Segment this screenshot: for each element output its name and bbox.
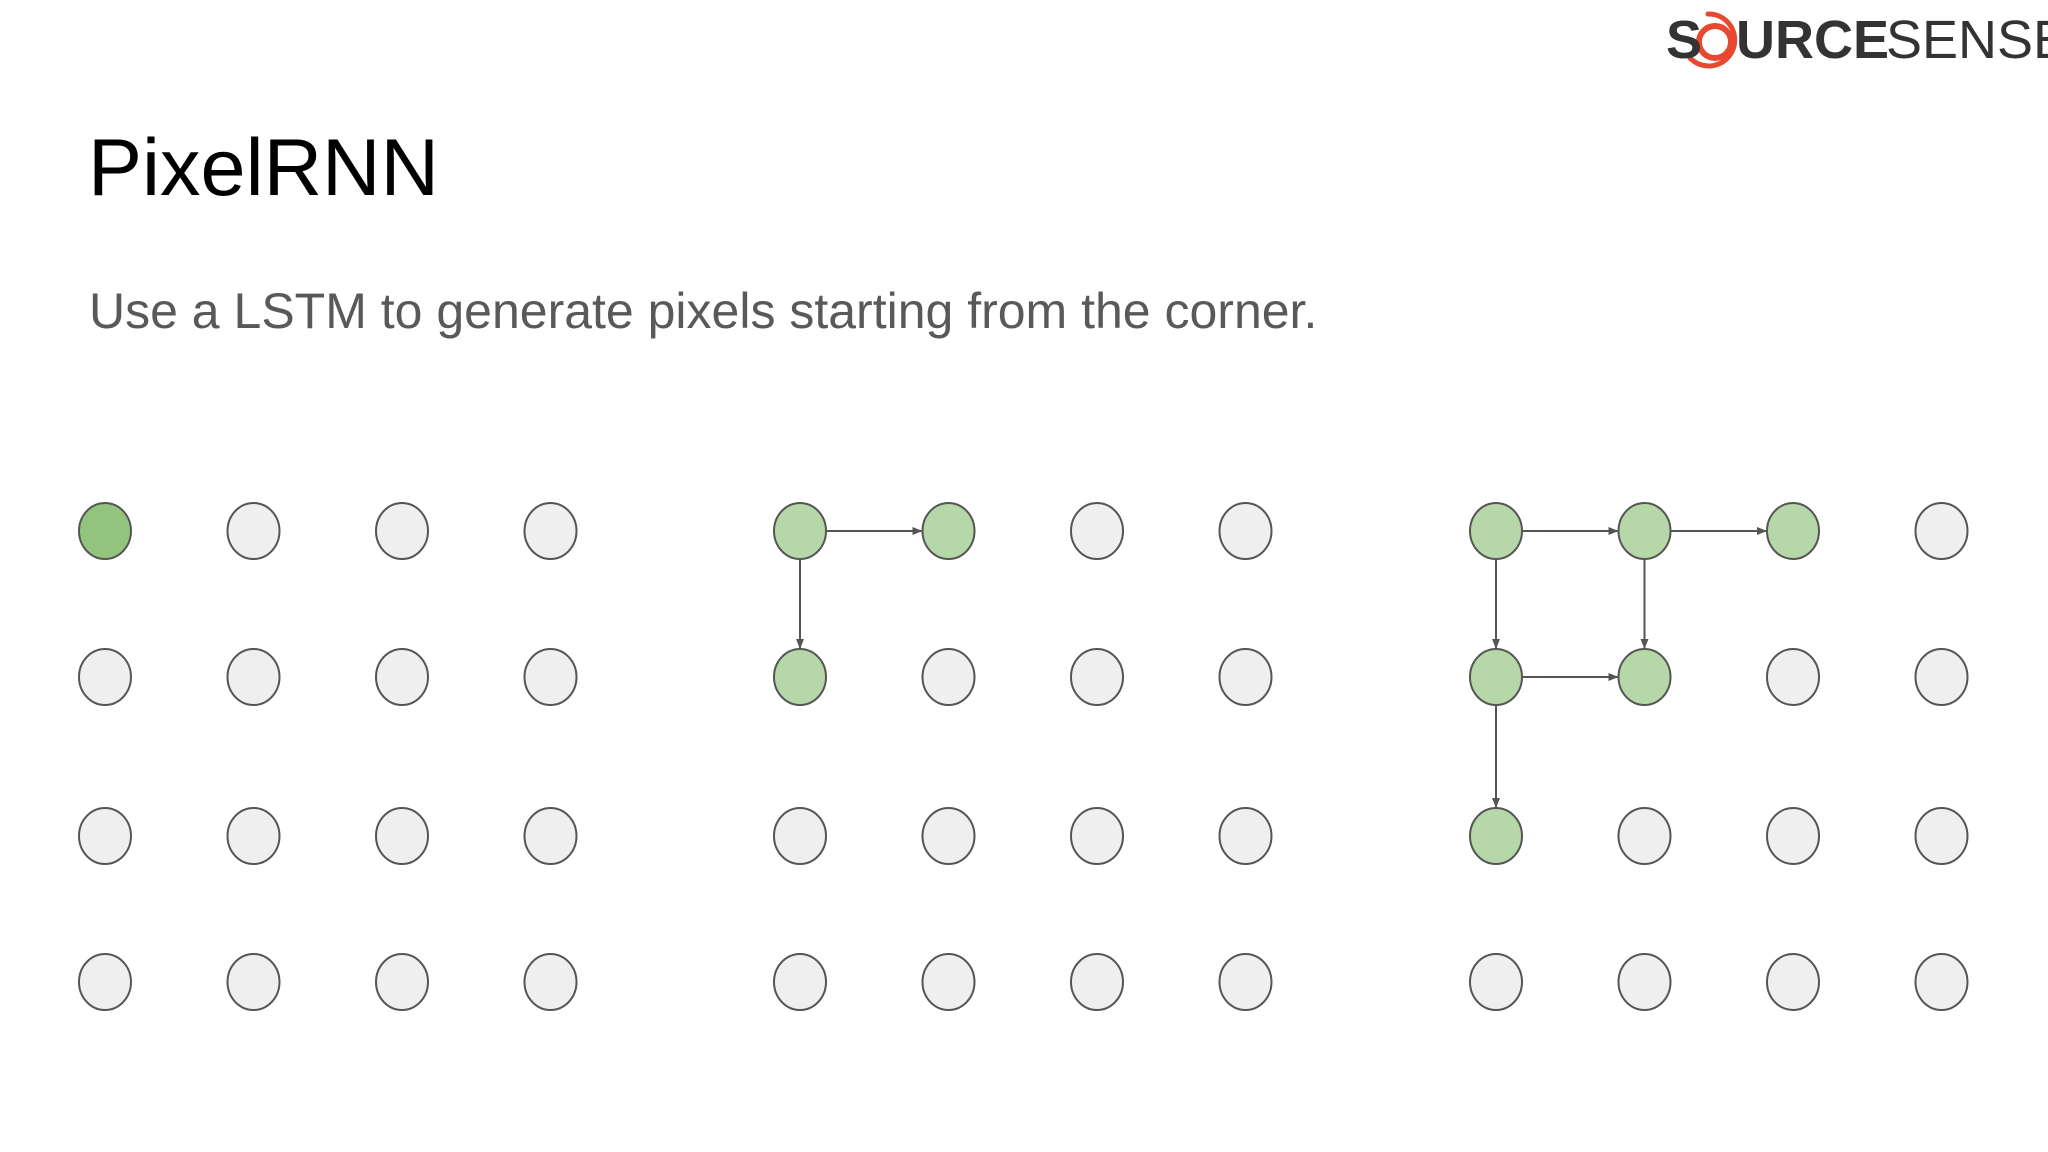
pixel-node-pending — [1914, 502, 1969, 560]
pixel-node-generated — [1469, 502, 1523, 560]
pixel-node-pending — [1070, 648, 1124, 706]
logo-ring-inner — [1696, 23, 1734, 61]
pixel-node-pending — [226, 502, 281, 560]
pixel-node-pending — [78, 648, 132, 706]
slide-subtitle: Use a LSTM to generate pixels starting f… — [89, 283, 1318, 339]
pixel-node-pending — [1469, 953, 1523, 1011]
pixel-node-pending — [1766, 807, 1820, 865]
pixel-node-generated — [773, 648, 827, 706]
pixel-node-pending — [1617, 953, 1672, 1011]
pixel-node-pending — [226, 807, 281, 865]
pixel-node-generated — [1766, 502, 1820, 560]
pixel-node-pending — [226, 648, 281, 706]
pixel-node-generated — [78, 502, 132, 560]
nodes-layer — [78, 502, 1969, 1011]
pixel-node-pending — [226, 953, 281, 1011]
pixel-node-generated — [1617, 502, 1672, 560]
pixel-node-pending — [1617, 807, 1672, 865]
arrows-layer — [796, 527, 1767, 808]
sourcesense-logo: S URCE SENSE — [1666, 10, 2048, 70]
logo-word-urce: URCE — [1736, 10, 1889, 70]
pixel-node-pending — [773, 807, 827, 865]
pixel-node-pending — [523, 648, 578, 706]
pixel-node-pending — [1070, 953, 1124, 1011]
pixel-node-pending — [1218, 807, 1273, 865]
pixel-node-pending — [375, 953, 429, 1011]
pixel-node-pending — [78, 807, 132, 865]
pixel-node-pending — [375, 648, 429, 706]
logo-ring-arc — [1687, 11, 1738, 69]
pixel-node-pending — [78, 953, 132, 1011]
logo-word-sense: SENSE — [1886, 10, 2048, 70]
pixel-node-generated — [1617, 648, 1672, 706]
pixel-node-pending — [921, 807, 976, 865]
pixel-node-pending — [523, 953, 578, 1011]
pixel-node-generated — [1469, 807, 1523, 865]
pixel-node-pending — [1914, 807, 1969, 865]
pixel-node-pending — [921, 953, 976, 1011]
pixel-node-pending — [375, 502, 429, 560]
pixel-node-pending — [1218, 502, 1273, 560]
pixel-node-pending — [921, 648, 976, 706]
pixel-node-pending — [1070, 502, 1124, 560]
pixel-node-pending — [1070, 807, 1124, 865]
pixel-node-generated — [773, 502, 827, 560]
logo-letter-s: S — [1666, 10, 1702, 70]
pixel-node-pending — [1218, 648, 1273, 706]
pixel-node-pending — [523, 807, 578, 865]
pixel-node-pending — [1766, 648, 1820, 706]
slide-title: PixelRNN — [88, 123, 440, 213]
pixel-node-pending — [1914, 648, 1969, 706]
pixel-node-pending — [1766, 953, 1820, 1011]
pixel-node-pending — [1218, 953, 1273, 1011]
pixel-node-pending — [523, 502, 578, 560]
pixel-node-pending — [375, 807, 429, 865]
pixel-node-pending — [1914, 953, 1969, 1011]
pixel-node-pending — [773, 953, 827, 1011]
pixel-node-generated — [921, 502, 976, 560]
pixel-node-generated — [1469, 648, 1523, 706]
